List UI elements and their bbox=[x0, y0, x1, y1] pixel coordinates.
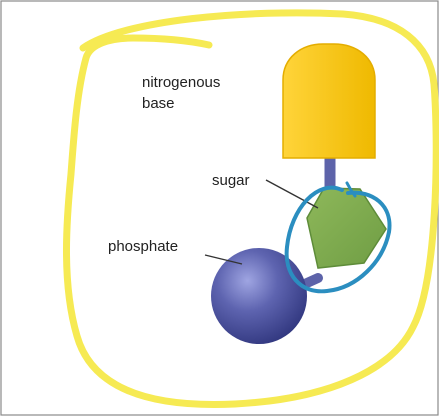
phosphate-label: phosphate bbox=[108, 238, 179, 255]
blue-highlight-loop bbox=[284, 185, 392, 294]
phosphate-shape bbox=[211, 248, 307, 344]
blue-highlight-tick bbox=[345, 181, 357, 198]
sugar-label: sugar bbox=[212, 172, 250, 189]
nitrogenous-base-shape bbox=[282, 43, 376, 159]
nitrogenous-base-label-line2: base bbox=[142, 95, 175, 112]
nitrogenous-base-label-line1: nitrogenous bbox=[142, 74, 221, 91]
phosphate-pointer-line bbox=[204, 254, 243, 265]
yellow-highlight-loop bbox=[62, 9, 439, 408]
sugar-pointer-line bbox=[265, 179, 319, 209]
